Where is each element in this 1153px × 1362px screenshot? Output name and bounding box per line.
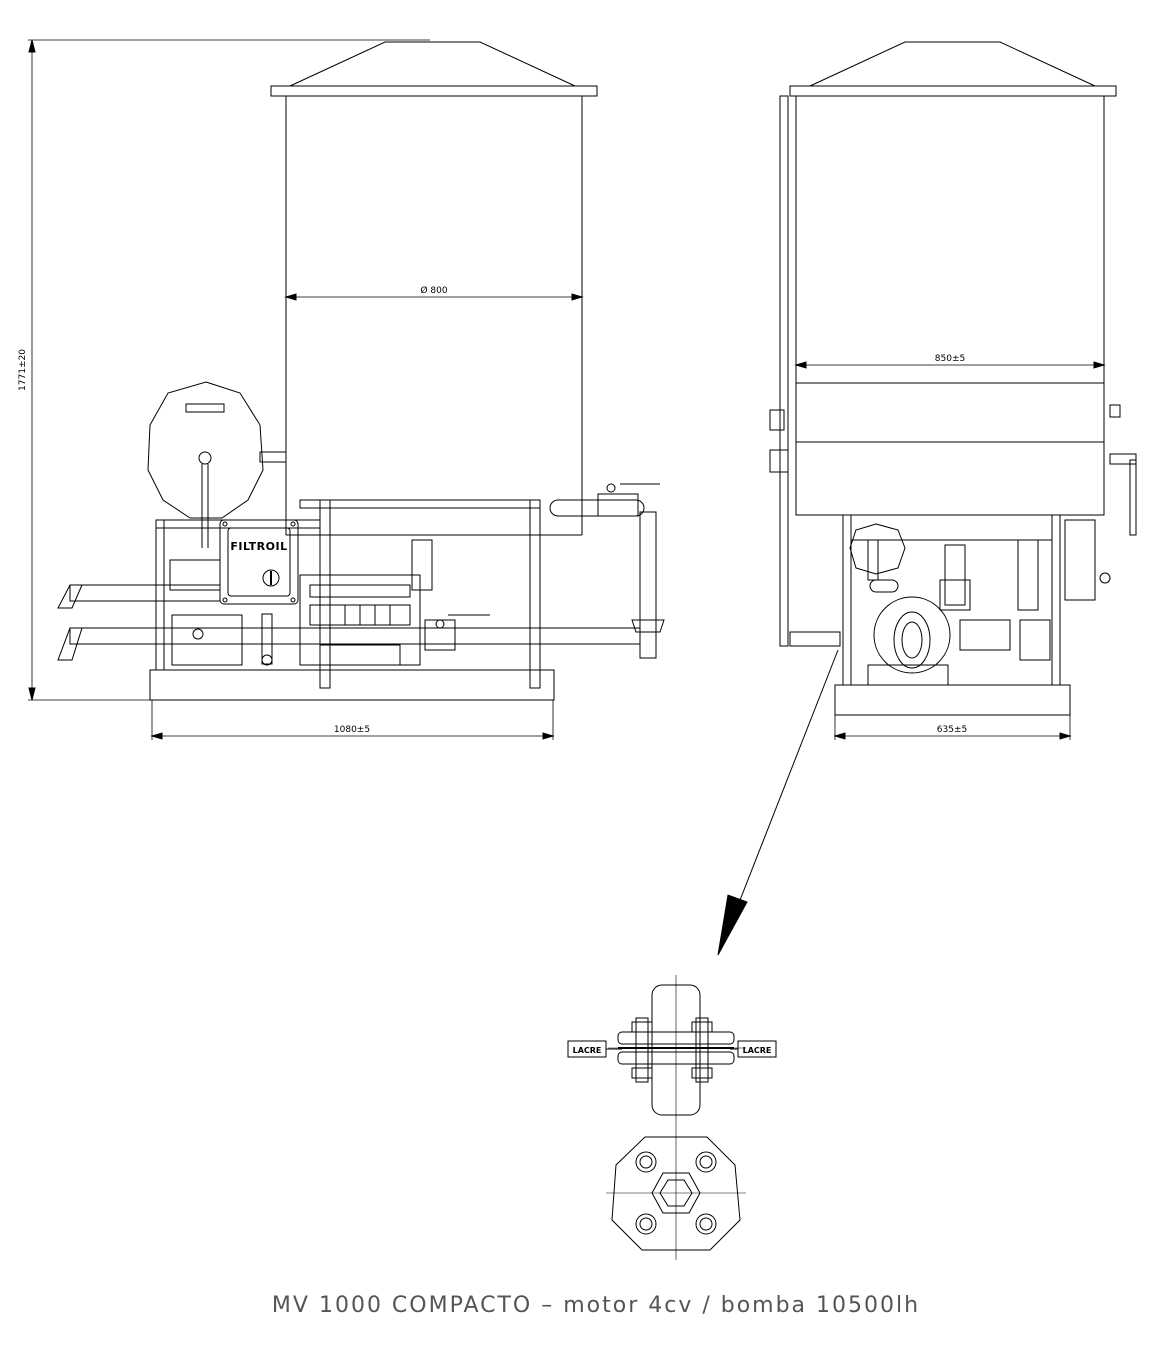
piping-front — [57, 483, 665, 666]
filter-vessel — [147, 381, 287, 548]
side-tank-width-label: 850±5 — [935, 354, 965, 364]
height-dimension: 1771±20 — [18, 39, 430, 701]
side-view: 850±5 — [769, 41, 1137, 716]
seal-detail: LACRE LACRE — [567, 975, 777, 1125]
height-dimension-label: 1771±20 — [18, 349, 28, 391]
frame-front — [149, 499, 555, 701]
control-box: FILTROIL — [219, 519, 299, 605]
seal-label-right: LACRE — [743, 1046, 772, 1055]
front-width-label: 1080±5 — [334, 725, 370, 735]
front-width-dimension: 1080±5 — [150, 700, 555, 740]
detail-arrow — [717, 649, 839, 956]
flange-front-detail — [606, 1125, 746, 1260]
tank-diameter-label: Ø 800 — [420, 285, 447, 296]
frame-side — [789, 514, 1071, 716]
motor-pump-front — [169, 539, 490, 666]
side-base-width-label: 635±5 — [937, 725, 967, 735]
tank-side: 850±5 — [769, 41, 1137, 647]
pump-assembly-side — [849, 519, 1111, 686]
drawing-caption: MV 1000 COMPACTO – motor 4cv / bomba 105… — [272, 1293, 920, 1318]
brand-label: FILTROIL — [230, 540, 287, 553]
seal-label-left: LACRE — [573, 1046, 602, 1055]
side-width-dimension: 635±5 — [833, 715, 1072, 740]
tank-front: Ø 800 — [270, 41, 598, 536]
front-view: 1771±20 Ø 800 — [18, 39, 665, 701]
